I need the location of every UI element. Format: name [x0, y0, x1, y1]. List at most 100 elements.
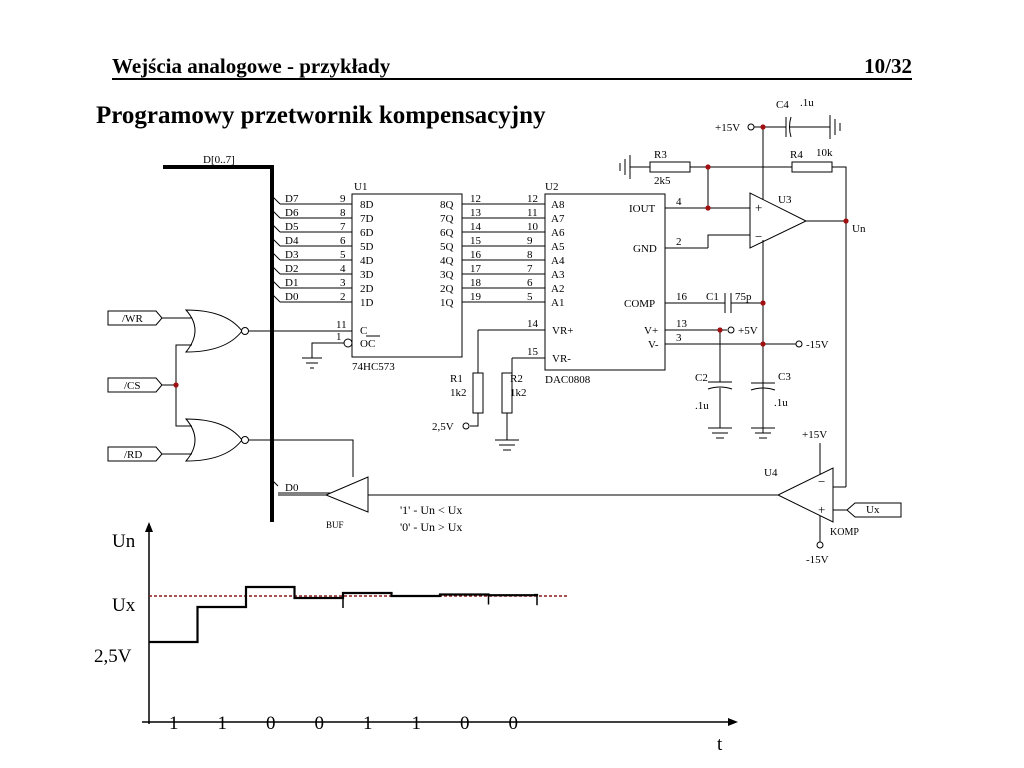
u2-gnd-num: 2: [676, 236, 682, 248]
c2-val: .1u: [695, 400, 709, 412]
u2-a-pin-label: A3: [551, 269, 565, 281]
u1-oc-num: 1: [336, 331, 342, 343]
c1-capacitor: C1 75p: [706, 291, 763, 313]
c3-val: .1u: [774, 397, 788, 409]
u3-minus: −: [755, 229, 762, 244]
u1-in-pin-label: 8D: [360, 199, 374, 211]
u1-in-pin-number: 4: [340, 263, 346, 275]
u2-vminus-num: 3: [676, 332, 682, 344]
u2-a-pin-label: A4: [551, 255, 565, 267]
u2-vrp-num: 14: [527, 318, 539, 330]
bus-d0-bottom-label: D0: [285, 482, 299, 494]
u1-c-num: 11: [336, 319, 347, 331]
junction-dot: [173, 382, 179, 388]
u4-comparator: U4 − + KOMP Ux +15V -15V: [368, 429, 902, 566]
un-label: Un: [852, 223, 866, 235]
u2-a-pin-number: 8: [527, 249, 533, 261]
u1-in-pin-label: 1D: [360, 297, 374, 309]
u1-in-pin-number: 6: [340, 235, 346, 247]
u1-in-pin-label: 4D: [360, 255, 374, 267]
r3-ref: R3: [654, 149, 667, 161]
u1-out-pin-label: 3Q: [440, 269, 454, 281]
u2-a-pin-label: A6: [551, 227, 565, 239]
c4-ref: C4: [776, 99, 789, 111]
u4-bottom-supply: -15V: [806, 554, 829, 566]
note-zero: '0' - Un > Ux: [400, 520, 462, 534]
r1-r2-network: 2,5V R1 1k2 R2 1k2: [432, 330, 527, 451]
bit-label: 1: [218, 713, 228, 734]
bus-label: D[0..7]: [203, 154, 235, 166]
u2-a-pin-label: A2: [551, 283, 564, 295]
u2-vplus-num: 13: [676, 318, 688, 330]
cs-label: /CS: [124, 380, 141, 392]
u2-a-pin-number: 9: [527, 235, 533, 247]
u1-part: 74HC573: [352, 361, 395, 373]
u3-opamp: U3 + −: [707, 127, 846, 433]
u2-comp: COMP: [624, 298, 655, 310]
u1-out-pin-label: 5Q: [440, 241, 454, 253]
u4-name: KOMP: [830, 527, 859, 538]
r4-val: 10k: [816, 147, 833, 159]
u2-vrm: VR-: [552, 353, 571, 365]
u1-out-pin-number: 18: [470, 277, 482, 289]
slide-title: Programowy przetwornik kompensacyjny: [96, 102, 546, 129]
u1-in-pin-label: 7D: [360, 213, 374, 225]
u2-vrm-num: 15: [527, 346, 539, 358]
c2-capacitor: +5V C2 .1u: [695, 325, 758, 439]
u2-part: DAC0808: [545, 374, 591, 386]
u4-plus: +: [818, 502, 825, 517]
u1-out-pin-label: 1Q: [440, 297, 454, 309]
u1-out-pin-number: 14: [470, 221, 482, 233]
c1-val: 75p: [735, 291, 752, 303]
timing-y-label: Un: [112, 531, 136, 552]
buf-gate: BUF: [249, 439, 369, 530]
u1-in-pin-label: 6D: [360, 227, 374, 239]
timing-x-label: t: [717, 734, 723, 755]
bit-label: 0: [509, 713, 519, 734]
u2-a-pin-number: 7: [527, 263, 533, 275]
u1-out-pin-label: 8Q: [440, 199, 454, 211]
u3-ref: U3: [778, 194, 792, 206]
u2-ref: U2: [545, 181, 558, 193]
u1-out-pin-number: 13: [470, 207, 482, 219]
bus-line-label: D1: [285, 277, 298, 289]
u4-top-supply: +15V: [802, 429, 827, 441]
u1-ref: U1: [354, 181, 367, 193]
u1-out-pin-label: 6Q: [440, 227, 454, 239]
u2-a-pin-number: 10: [527, 221, 539, 233]
u2-a-pin-label: A8: [551, 199, 565, 211]
bit-label: 0: [266, 713, 276, 734]
u2-vplus: V+: [644, 325, 658, 337]
c4-val: .1u: [800, 97, 814, 109]
junction-dots: [173, 124, 849, 388]
u1-out-pin-number: 16: [470, 249, 482, 261]
c1-ref: C1: [706, 291, 719, 303]
bus-line-label: D4: [285, 235, 299, 247]
junction-dot: [705, 205, 711, 211]
page-number: 10/32: [864, 54, 912, 78]
bit-label: 1: [169, 713, 179, 734]
timing-ux-label: Ux: [112, 595, 136, 616]
u1-out-pin-number: 19: [470, 291, 482, 303]
rd-label: /RD: [124, 449, 142, 461]
bus-line-label: D5: [285, 221, 299, 233]
u2-a-pin-number: 5: [527, 291, 533, 303]
u2-a-pin-number: 11: [527, 207, 538, 219]
bus-line-label: D3: [285, 249, 299, 261]
slide-header: Wejścia analogowe - przykłady 10/32: [112, 52, 912, 80]
u1-out-pin-label: 2Q: [440, 283, 454, 295]
u2-vminus: V-: [648, 339, 659, 351]
u1-in-pin-number: 9: [340, 193, 346, 205]
c4-supply: +15V: [715, 122, 740, 134]
junction-dot: [843, 218, 849, 224]
bit-label: 0: [315, 713, 325, 734]
wr-label: /WR: [122, 313, 143, 325]
junction-dot: [760, 124, 766, 130]
c4-capacitor: +15V C4 .1u: [715, 97, 841, 139]
bus-line-label: D0: [285, 291, 299, 303]
u1-out-pin-number: 17: [470, 263, 482, 275]
timing-start-label: 2,5V: [94, 646, 132, 667]
